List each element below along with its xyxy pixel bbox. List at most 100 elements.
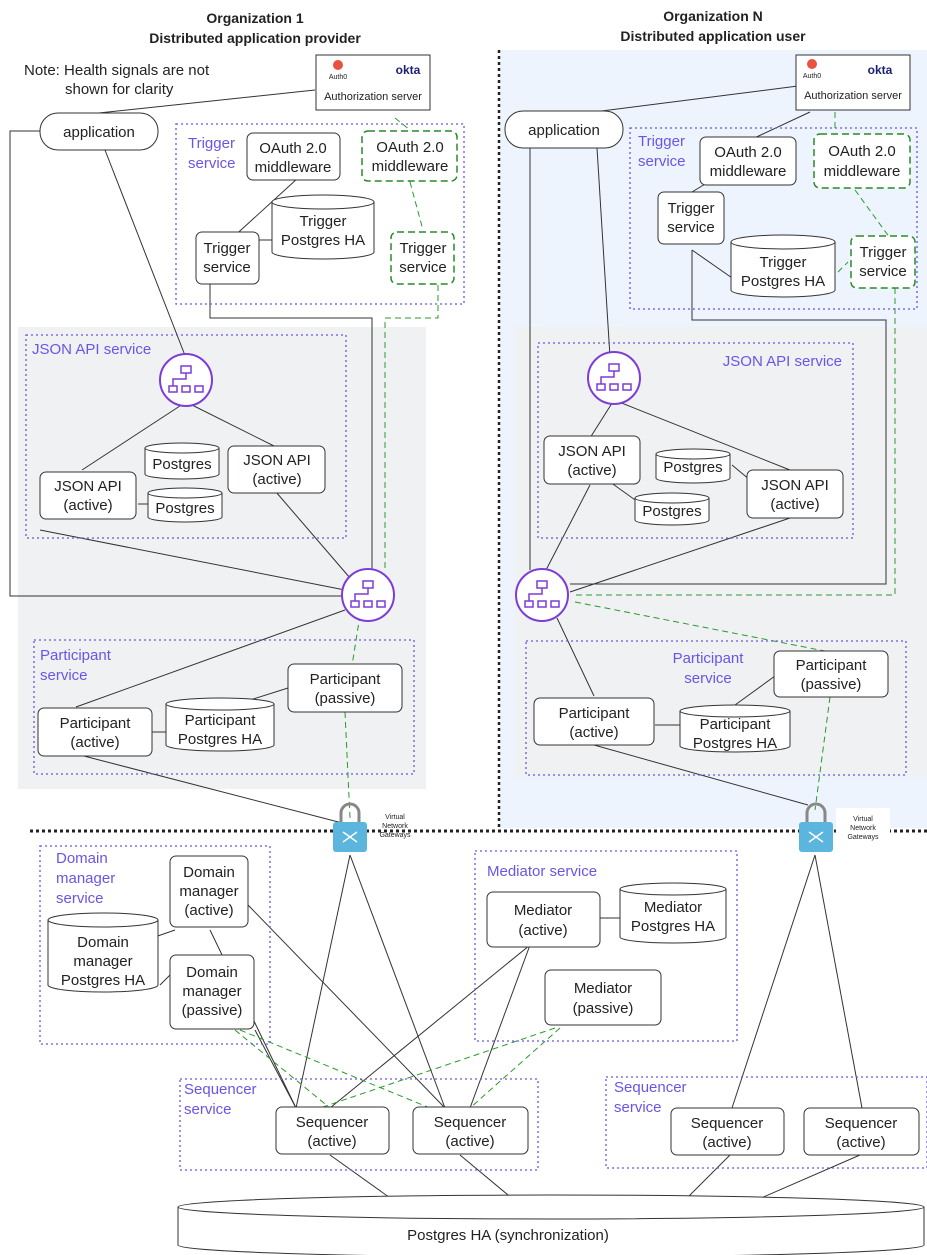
org1-postgres-1: Postgres bbox=[144, 442, 220, 480]
svg-text:(active): (active) bbox=[770, 496, 819, 513]
orgn-oauth-standby: OAuth 2.0 middleware bbox=[813, 133, 911, 189]
org1-trigger-service-standby: Trigger service bbox=[390, 231, 455, 285]
okta-logo: okta bbox=[396, 63, 421, 77]
orgn-trigger-group-label-1: Trigger bbox=[638, 133, 685, 150]
org1-subtitle: Distributed application provider bbox=[149, 30, 361, 46]
svg-text:Participant: Participant bbox=[185, 712, 257, 729]
orgn-sequencer-group-label-1: Sequencer bbox=[614, 1079, 687, 1096]
org1-sequencer-group-label-1: Sequencer bbox=[184, 1081, 257, 1098]
org1-participant-active: Participant (active) bbox=[37, 707, 153, 757]
svg-text:(passive): (passive) bbox=[182, 1002, 243, 1019]
svg-text:Network: Network bbox=[850, 825, 876, 832]
org1-application: application bbox=[39, 112, 159, 151]
auth0-label: Auth0 bbox=[803, 73, 821, 80]
orgn-sequencer-group-label-2: service bbox=[614, 1099, 662, 1116]
org1-trigger-group-label-2: service bbox=[188, 155, 236, 172]
orgn-participant-passive: Participant (passive) bbox=[773, 650, 889, 698]
org1-postgres-2: Postgres bbox=[147, 487, 223, 523]
svg-text:Postgres HA (synchronization): Postgres HA (synchronization) bbox=[407, 1227, 609, 1244]
orgn-json-api-1: JSON API (active) bbox=[543, 435, 641, 485]
svg-text:Postgres: Postgres bbox=[642, 503, 701, 520]
svg-text:Trigger: Trigger bbox=[668, 200, 715, 217]
org1-participant-postgres: Participant Postgres HA bbox=[165, 697, 275, 752]
svg-text:Postgres HA: Postgres HA bbox=[178, 731, 262, 748]
org1-participant-group-label-1: Participant bbox=[40, 647, 112, 664]
svg-text:Sequencer: Sequencer bbox=[691, 1115, 764, 1132]
org1-trigger-group-label-1: Trigger bbox=[188, 135, 235, 152]
orgn-trigger-postgres: Trigger Postgres HA bbox=[730, 234, 836, 298]
domain-manager-group bbox=[39, 845, 271, 1045]
svg-text:OAuth 2.0: OAuth 2.0 bbox=[376, 139, 444, 156]
svg-text:OAuth 2.0: OAuth 2.0 bbox=[714, 144, 782, 161]
domain-manager-postgres: Domain manager Postgres HA bbox=[47, 912, 159, 993]
svg-text:(active): (active) bbox=[307, 1133, 356, 1150]
svg-text:service: service bbox=[859, 263, 907, 280]
svg-text:JSON API: JSON API bbox=[54, 478, 122, 495]
svg-text:Trigger: Trigger bbox=[760, 254, 807, 271]
org1-participant-group-label-2: service bbox=[40, 667, 88, 684]
svg-text:Domain: Domain bbox=[77, 934, 129, 951]
note-line1: Note: Health signals are not bbox=[24, 62, 210, 79]
org1-participant-passive: Participant (passive) bbox=[287, 663, 403, 713]
svg-text:JSON API: JSON API bbox=[243, 452, 311, 469]
auth-server-label: Authorization server bbox=[324, 91, 422, 103]
auth0-logo-icon bbox=[807, 59, 817, 69]
svg-text:Gateways: Gateways bbox=[847, 834, 879, 841]
orgn-participant-active: Participant (active) bbox=[533, 697, 655, 746]
org1-trigger-postgres: Trigger Postgres HA bbox=[271, 194, 375, 260]
svg-text:OAuth 2.0: OAuth 2.0 bbox=[828, 143, 896, 160]
svg-text:Mediator: Mediator bbox=[514, 902, 572, 919]
svg-text:middleware: middleware bbox=[710, 163, 787, 180]
svg-text:(passive): (passive) bbox=[573, 1000, 634, 1017]
svg-text:(active): (active) bbox=[184, 902, 233, 919]
svg-text:Postgres: Postgres bbox=[155, 500, 214, 517]
svg-text:Mediator: Mediator bbox=[574, 980, 632, 997]
svg-text:Trigger: Trigger bbox=[400, 240, 447, 257]
svg-text:JSON API: JSON API bbox=[761, 477, 829, 494]
orgn-trigger-group-label-2: service bbox=[638, 153, 686, 170]
org1-oauth-standby: OAuth 2.0 middleware bbox=[361, 130, 458, 182]
mediator-active: Mediator (active) bbox=[486, 891, 601, 948]
svg-text:(active): (active) bbox=[252, 471, 301, 488]
svg-text:Virtual: Virtual bbox=[385, 814, 405, 821]
svg-text:(passive): (passive) bbox=[315, 690, 376, 707]
svg-text:manager: manager bbox=[182, 983, 241, 1000]
org1-oauth-active: OAuth 2.0 middleware bbox=[246, 132, 341, 181]
org1-trigger-service-active: Trigger service bbox=[195, 231, 260, 285]
svg-text:Postgres HA: Postgres HA bbox=[741, 273, 825, 290]
svg-text:Trigger: Trigger bbox=[300, 213, 347, 230]
svg-text:Postgres: Postgres bbox=[663, 459, 722, 476]
orgn-json-api-2: JSON API (active) bbox=[746, 469, 844, 519]
mediator-group bbox=[474, 850, 738, 1042]
org1-json-group bbox=[25, 334, 347, 539]
orgn-oauth-active: OAuth 2.0 middleware bbox=[699, 136, 797, 186]
org1-json-api-1: JSON API (active) bbox=[39, 471, 137, 520]
orgn-json-group-label: JSON API service bbox=[723, 353, 842, 370]
orgn-participant-group-label-1: Participant bbox=[673, 650, 745, 667]
orgn-application: application bbox=[504, 110, 624, 149]
org1-participant-group bbox=[33, 639, 415, 775]
svg-text:manager: manager bbox=[179, 883, 238, 900]
svg-text:Domain: Domain bbox=[183, 864, 235, 881]
svg-text:Domain: Domain bbox=[186, 964, 238, 981]
orgn-participant-postgres: Participant Postgres HA bbox=[679, 704, 791, 753]
auth0-logo-icon bbox=[333, 60, 343, 70]
svg-text:(active): (active) bbox=[567, 462, 616, 479]
org1-json-group-label: JSON API service bbox=[32, 341, 151, 358]
domain-group-label-3: service bbox=[56, 890, 104, 907]
svg-text:service: service bbox=[667, 219, 715, 236]
orgn-connectors bbox=[529, 85, 896, 811]
svg-text:JSON API: JSON API bbox=[558, 443, 626, 460]
svg-text:Postgres HA: Postgres HA bbox=[61, 972, 145, 989]
svg-text:Trigger: Trigger bbox=[204, 240, 251, 257]
svg-text:Trigger: Trigger bbox=[860, 244, 907, 261]
svg-text:application: application bbox=[63, 124, 135, 141]
orgn-trigger-service-standby: Trigger service bbox=[850, 235, 916, 289]
auth0-label: Auth0 bbox=[329, 74, 347, 81]
orgn-sequencer-2: Sequencer (active) bbox=[803, 1107, 920, 1156]
svg-text:OAuth 2.0: OAuth 2.0 bbox=[259, 140, 327, 157]
orgn-json-load-balancer-icon bbox=[587, 351, 641, 405]
org1-sequencer-1: Sequencer (active) bbox=[275, 1106, 390, 1155]
orgn-participant-load-balancer-icon bbox=[515, 568, 569, 622]
